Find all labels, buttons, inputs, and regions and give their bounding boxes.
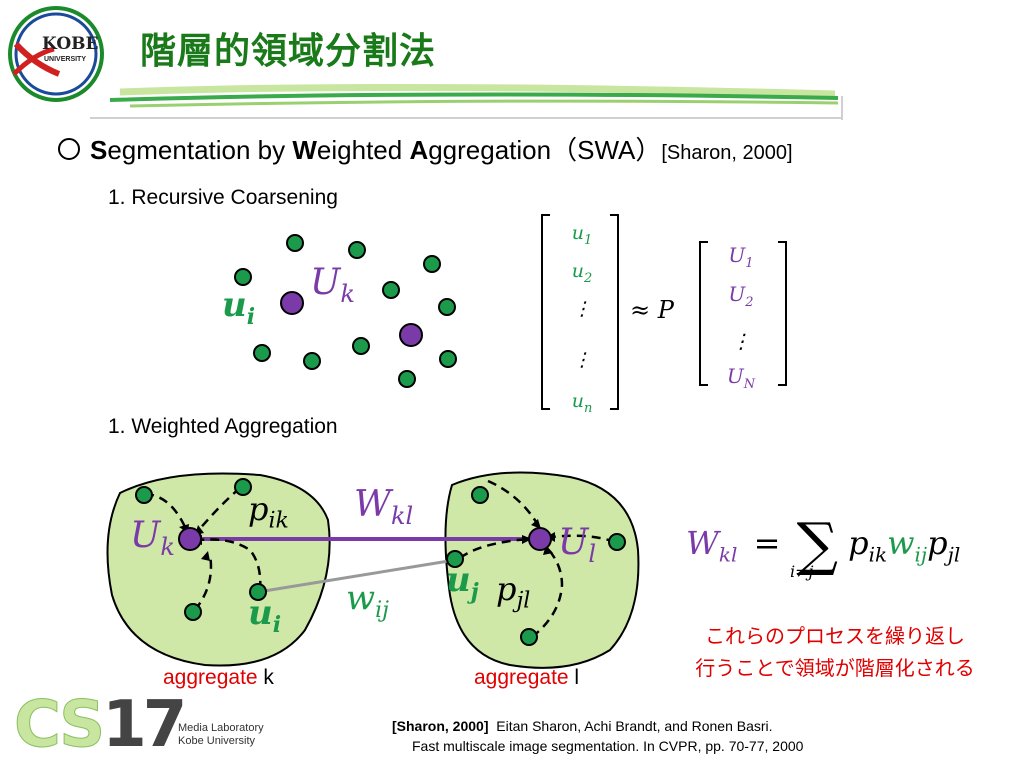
fine-node bbox=[184, 603, 202, 621]
coarse-node bbox=[399, 323, 423, 347]
label-p-ik: pik bbox=[248, 490, 289, 534]
i-subscript: i bbox=[246, 303, 256, 330]
bullet-text-3: ggregation（SWA） bbox=[428, 135, 662, 165]
vector-u: u1 u2 ⋮ ⋮ un bbox=[562, 218, 602, 423]
fine-node bbox=[234, 268, 252, 286]
sum-subscript: i≠j bbox=[790, 562, 814, 581]
k-subscript: k bbox=[340, 280, 355, 309]
label-U-k: Uk bbox=[130, 515, 175, 562]
step-recursive-coarsening: 1. Recursive Coarsening bbox=[108, 186, 338, 209]
vector-U: U1 U2 ⋮ UN bbox=[718, 240, 764, 400]
bullet-citation: [Sharon, 2000] bbox=[661, 142, 793, 164]
slide-title: 階層的領域分割法 bbox=[140, 31, 437, 72]
sum-symbol: ∑ bbox=[796, 510, 838, 578]
coarse-node bbox=[280, 291, 304, 315]
label-u-j: uj bbox=[446, 560, 479, 605]
label-W-kl: Wkl bbox=[354, 484, 414, 531]
title-underline-decoration bbox=[90, 83, 843, 120]
fine-node bbox=[234, 478, 252, 496]
bullet-text-2: eighted bbox=[316, 135, 410, 165]
approx-P: ≈ P bbox=[630, 296, 674, 324]
u-symbol: u bbox=[222, 285, 247, 325]
aggregate-word: aggregate bbox=[163, 666, 258, 689]
lab-name-line2: Kobe University bbox=[178, 735, 256, 747]
bullet-initial-s: S bbox=[90, 135, 108, 165]
vector-u-entry: ⋮ bbox=[572, 348, 592, 371]
fine-node bbox=[471, 486, 489, 504]
label-u-i-top: ui bbox=[222, 285, 255, 330]
aggregation-diagram bbox=[106, 471, 640, 669]
vector-u-entry: un bbox=[571, 389, 593, 416]
coarse-node bbox=[528, 527, 552, 551]
label-u-i: ui bbox=[248, 593, 282, 638]
vector-u-entry: u1 bbox=[571, 222, 593, 248]
bullet-initial-a: A bbox=[409, 135, 429, 165]
fine-node bbox=[135, 486, 153, 504]
fine-node bbox=[352, 337, 370, 355]
label-U-k-top: Uk bbox=[310, 262, 355, 308]
kobe-university-logo: KOBE UNIVERSITY bbox=[4, 4, 104, 104]
fine-node bbox=[446, 550, 464, 568]
bullet-circle-icon bbox=[58, 138, 80, 161]
vector-U-entry: ⋮ bbox=[731, 329, 751, 353]
bullet-heading: Segmentation by Weighted Aggregation（SWA… bbox=[58, 130, 793, 167]
cs17-logo-17: 17 bbox=[102, 688, 187, 762]
label-w-ij: wij bbox=[346, 578, 389, 623]
fine-node bbox=[520, 628, 538, 646]
W-kl-formula: Wkl = ∑ pikwijpjl bbox=[686, 510, 961, 578]
fine-node bbox=[423, 255, 441, 273]
reference-cite: [Sharon, 2000] bbox=[392, 718, 489, 734]
logo-university-text: UNIVERSITY bbox=[44, 56, 87, 63]
label-U-l: Ul bbox=[558, 522, 597, 569]
logo-kobe-text: KOBE bbox=[42, 34, 99, 54]
fine-node bbox=[348, 241, 366, 259]
fine-node bbox=[286, 234, 304, 252]
vector-u-entry: u2 bbox=[571, 259, 593, 286]
reference-authors: Eitan Sharon, Achi Brandt, and Ronen Bas… bbox=[496, 718, 773, 734]
repeat-note: これらのプロセスを繰り返し 行うことで領域が階層化される bbox=[660, 620, 1010, 684]
bullet-text-1: egmentation by bbox=[107, 135, 293, 165]
fine-node bbox=[249, 583, 267, 601]
aggregate-k-region bbox=[106, 472, 331, 667]
reference-title: Fast multiscale image segmentation. In C… bbox=[412, 738, 804, 754]
fine-node bbox=[398, 370, 416, 388]
fine-node bbox=[253, 344, 271, 362]
repeat-note-line2: 行うことで領域が階層化される bbox=[695, 656, 975, 680]
fine-node bbox=[382, 281, 400, 299]
fine-node bbox=[608, 533, 626, 551]
repeat-note-line1: これらのプロセスを繰り返し bbox=[705, 624, 965, 648]
kobe-logo-emblem bbox=[8, 6, 104, 102]
lab-name-line1: Media Laboratory bbox=[178, 722, 264, 734]
vector-U-entry: UN bbox=[726, 364, 756, 392]
fine-node bbox=[438, 298, 456, 316]
coarsening-dots-diagram bbox=[234, 234, 457, 388]
vector-U-entry: U1 bbox=[728, 243, 754, 271]
aggregate-word: aggregate bbox=[474, 666, 569, 689]
lab-name: Media Laboratory Kobe University bbox=[178, 722, 264, 748]
aggregate-l-label: aggregate l bbox=[474, 666, 580, 689]
bullet-initial-w: W bbox=[292, 135, 317, 165]
reference: [Sharon, 2000] Eitan Sharon, Achi Brandt… bbox=[392, 716, 803, 756]
cs17-logo-cs: CS bbox=[13, 688, 105, 763]
coarse-node bbox=[178, 527, 202, 551]
fine-node bbox=[303, 352, 321, 370]
aggregate-k-label: aggregate k bbox=[163, 666, 274, 689]
w-ij-edge bbox=[257, 558, 456, 594]
matrix-brackets bbox=[541, 214, 787, 410]
vector-u-entry: ⋮ bbox=[572, 297, 592, 320]
step-weighted-aggregation: 1. Weighted Aggregation bbox=[108, 415, 338, 438]
U-symbol: U bbox=[310, 262, 341, 303]
label-p-jl: pjl bbox=[496, 570, 531, 614]
fine-node bbox=[439, 350, 457, 368]
aggregate-l-region bbox=[444, 471, 640, 669]
cs17-logo: CS17 bbox=[13, 688, 187, 763]
vector-U-entry: U2 bbox=[728, 282, 754, 310]
